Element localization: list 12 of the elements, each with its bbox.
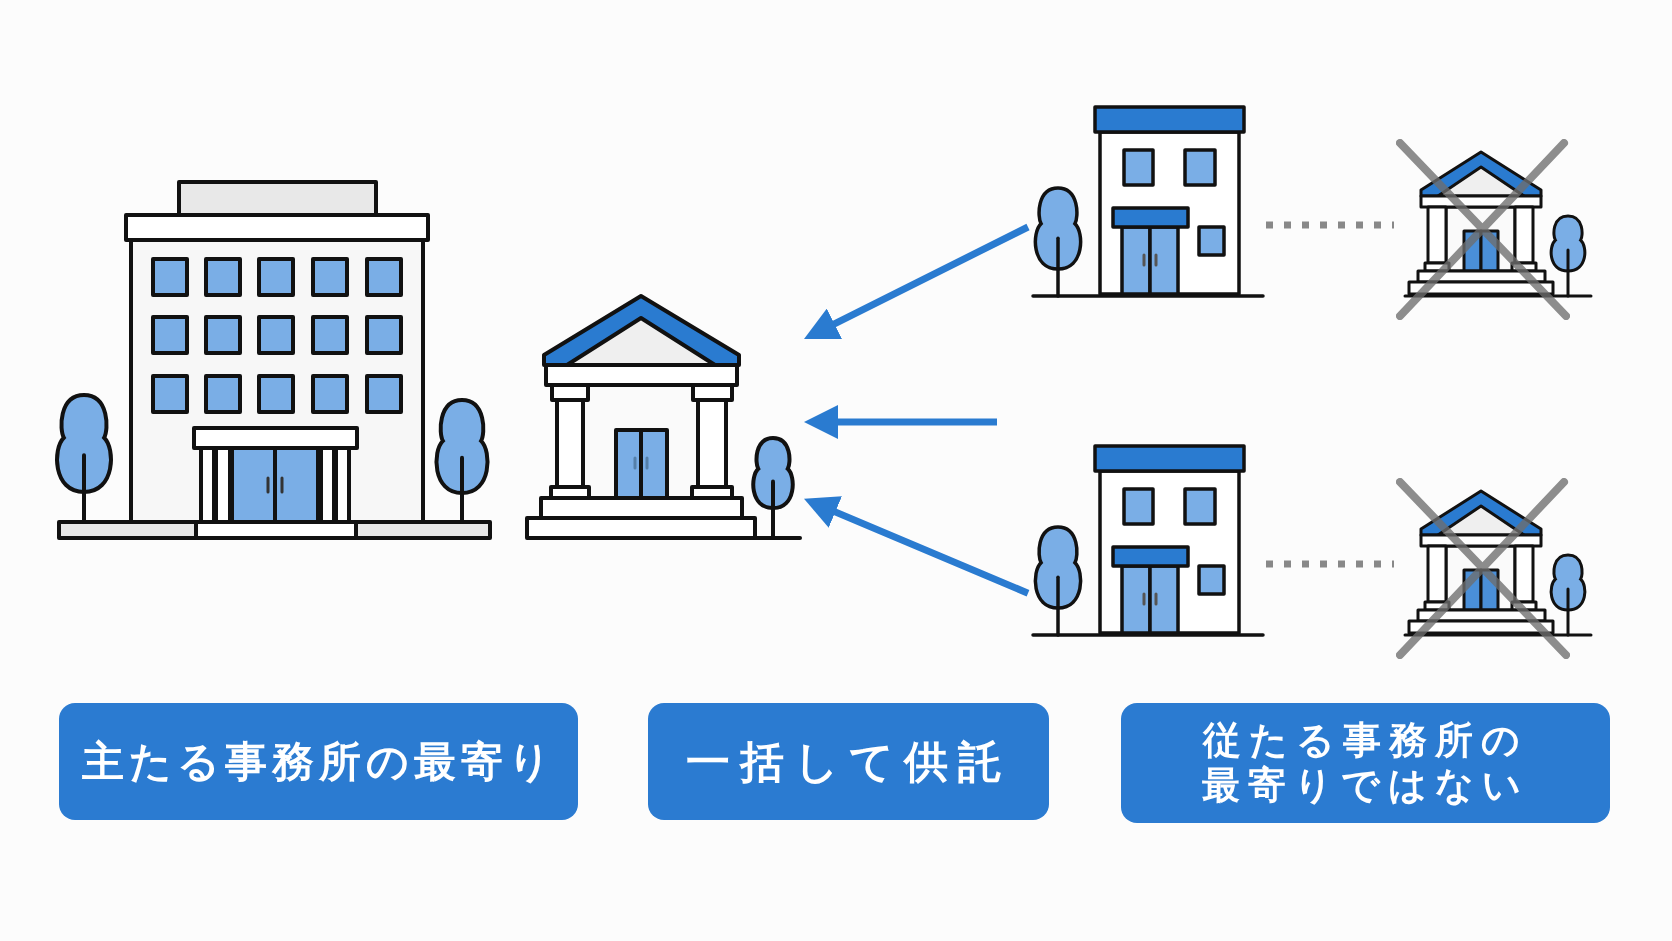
crossed-out-columned-building-illustration — [1394, 138, 1594, 321]
caption-text: 従たる事務所の最寄りではない — [1201, 718, 1530, 808]
crossed-out-columned-building-illustration — [1394, 477, 1594, 660]
arrow — [802, 495, 1030, 597]
caption-panel — [1121, 703, 1610, 823]
small-office-illustration — [1028, 104, 1266, 300]
caption-text: 主たる事務所の最寄り — [81, 736, 556, 787]
columned-building-illustration — [522, 293, 804, 543]
caption-panel — [648, 703, 1049, 820]
small-office-illustration — [1028, 443, 1266, 639]
caption-panel — [59, 703, 578, 820]
caption-text: 一括して供託 — [685, 735, 1012, 788]
